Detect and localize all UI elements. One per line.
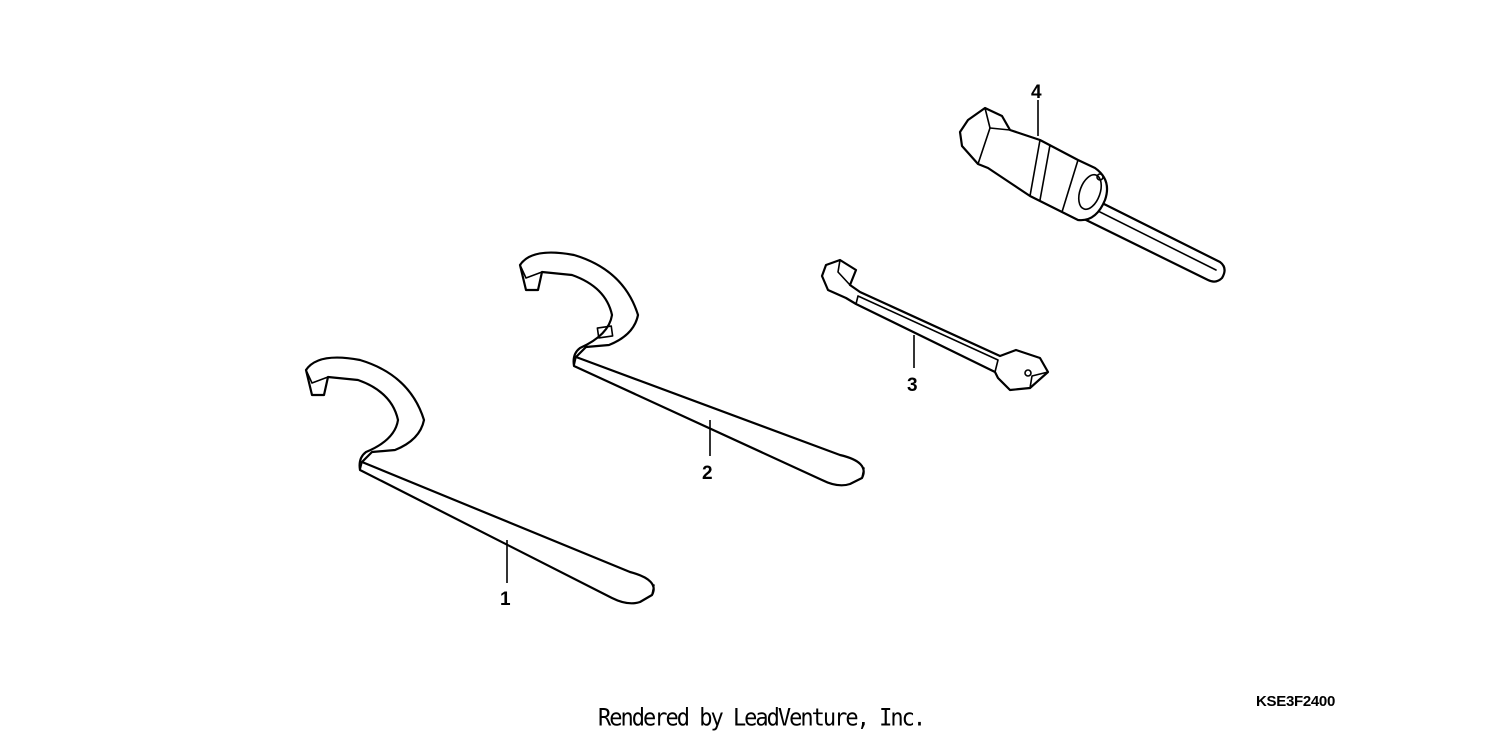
- part-1-hook-spanner-wrench[interactable]: [304, 356, 655, 605]
- callout-4-label: 4: [1031, 82, 1042, 103]
- callout-1-label: 1: [500, 589, 511, 610]
- diagram-code: KSE3F2400: [1256, 693, 1336, 710]
- part-4-socket-wrench[interactable]: [958, 106, 1226, 283]
- part-3-flat-wrench[interactable]: [820, 258, 1050, 392]
- callout-2-label: 2: [702, 463, 713, 484]
- callout-3-label: 3: [907, 375, 918, 396]
- render-credit: Rendered by LeadVenture, Inc.: [598, 705, 926, 732]
- part-2-hook-spanner-wrench[interactable]: [518, 251, 865, 487]
